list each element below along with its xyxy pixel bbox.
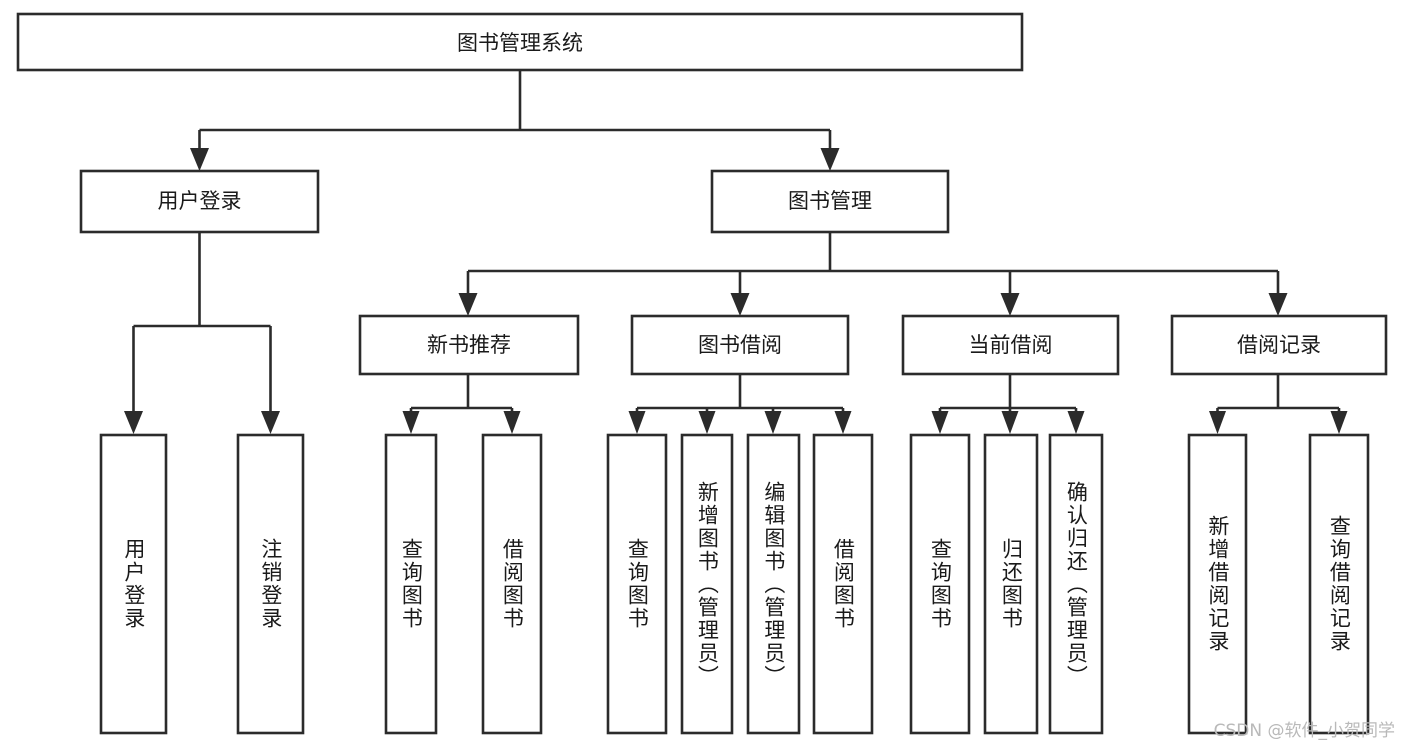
csdn-watermark: CSDN @软件_小贺同学 xyxy=(1213,721,1395,741)
leaf-box-query-book-3[interactable] xyxy=(909,433,971,735)
arrowhead-newbook-leaf-1 xyxy=(402,411,420,434)
leaf-box-user-login[interactable] xyxy=(99,433,168,735)
node-layer: 图书管理系统 用户登录 图书管理 新书推荐 图书借阅 当前借阅 借阅记录 xyxy=(16,12,1388,735)
leaf-box-query-book-2[interactable] xyxy=(606,433,668,735)
leaf-box-return-book[interactable] xyxy=(983,433,1039,735)
node-label-current-borrow: 当前借阅 xyxy=(969,333,1053,357)
arrowhead-borrow-leaf-4 xyxy=(834,411,852,434)
arrowhead-current-leaf-1 xyxy=(931,411,949,434)
node-label-book-management: 图书管理 xyxy=(788,189,872,213)
arrowhead-leaf-user-login xyxy=(124,411,143,434)
node-box-book-borrow[interactable] xyxy=(630,314,850,376)
leaf-box-add-record[interactable] xyxy=(1187,433,1248,735)
arrowhead-book-borrow xyxy=(730,293,750,316)
leaf-box-logout[interactable] xyxy=(236,433,305,735)
leaf-box-edit-book-admin[interactable] xyxy=(746,433,801,735)
node-label-borrow-record: 借阅记录 xyxy=(1237,333,1321,357)
node-box-new-book-recommend[interactable] xyxy=(358,314,580,376)
arrowhead-user-login xyxy=(190,148,209,171)
node-box-book-management[interactable] xyxy=(710,169,950,234)
arrowhead-new-book-rec xyxy=(458,293,478,316)
arrowhead-record-leaf-2 xyxy=(1330,411,1348,434)
arrowhead-book-mgmt xyxy=(820,148,840,171)
arrowhead-borrow-leaf-2 xyxy=(698,411,716,434)
arrowhead-current-borrow xyxy=(1000,293,1020,316)
arrowhead-borrow-leaf-1 xyxy=(628,411,646,434)
node-box-current-borrow[interactable] xyxy=(901,314,1120,376)
arrowhead-leaf-logout xyxy=(261,411,280,434)
node-box-root[interactable] xyxy=(16,12,1024,72)
arrowhead-current-leaf-3 xyxy=(1067,411,1085,434)
arrowhead-borrow-leaf-3 xyxy=(764,411,782,434)
leaf-box-confirm-return[interactable] xyxy=(1048,433,1104,735)
node-label-new-book-recommend: 新书推荐 xyxy=(427,333,511,357)
connector-layer xyxy=(124,70,1348,434)
leaf-box-borrow-book-2[interactable] xyxy=(812,433,874,735)
arrowhead-newbook-leaf-2 xyxy=(503,411,521,434)
arrowhead-record-leaf-1 xyxy=(1209,411,1226,434)
node-label-user-login: 用户登录 xyxy=(158,189,242,213)
leaf-box-add-book-admin[interactable] xyxy=(680,433,734,735)
node-box-borrow-record[interactable] xyxy=(1170,314,1388,376)
leaf-box-query-record[interactable] xyxy=(1308,433,1370,735)
node-label-root: 图书管理系统 xyxy=(457,31,583,55)
arrowhead-borrow-record xyxy=(1268,293,1288,316)
arrowhead-current-leaf-2 xyxy=(1001,411,1019,434)
node-box-user-login[interactable] xyxy=(79,169,320,234)
node-label-book-borrow: 图书借阅 xyxy=(698,333,782,357)
leaf-box-query-book-1[interactable] xyxy=(384,433,438,735)
leaf-box-borrow-book-1[interactable] xyxy=(481,433,543,735)
